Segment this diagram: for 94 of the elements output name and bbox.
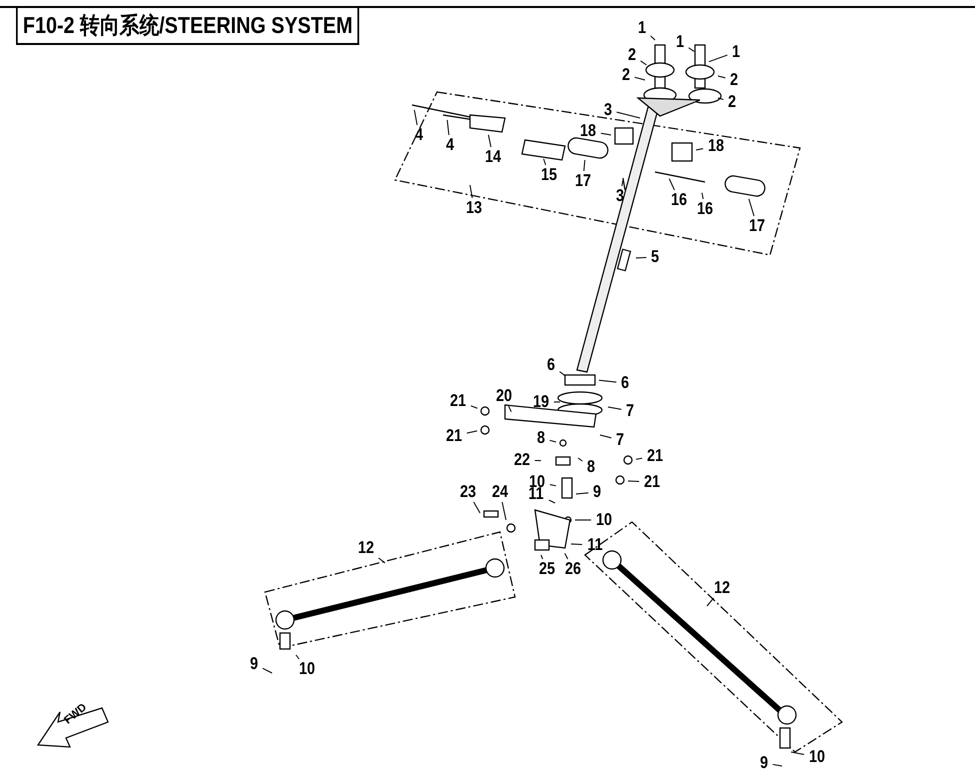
callout-number: 8 bbox=[533, 429, 549, 447]
leader-line bbox=[470, 184, 473, 198]
callout-number: 15 bbox=[537, 166, 561, 184]
leader-line bbox=[634, 76, 646, 80]
leader-line bbox=[543, 158, 546, 166]
callout-number: 2 bbox=[726, 71, 742, 89]
leader-line bbox=[446, 120, 450, 136]
callout-number: 6 bbox=[617, 374, 633, 392]
callout-number: 12 bbox=[710, 579, 734, 597]
leader-line bbox=[262, 668, 272, 674]
leader-line bbox=[583, 160, 586, 172]
callout-number: 10 bbox=[295, 660, 319, 678]
callout-number: 19 bbox=[529, 393, 553, 411]
leader-line bbox=[772, 764, 782, 766]
leader-line bbox=[616, 112, 640, 118]
callout-number: 2 bbox=[624, 46, 640, 64]
callout-number: 21 bbox=[442, 427, 466, 445]
leader-line bbox=[706, 598, 714, 606]
leader-line bbox=[708, 54, 728, 62]
leader-line bbox=[578, 458, 583, 462]
callout-number: 2 bbox=[724, 93, 740, 111]
leader-line bbox=[466, 430, 478, 434]
leader-line bbox=[564, 552, 568, 560]
leader-line bbox=[608, 406, 622, 410]
leader-line bbox=[549, 440, 556, 442]
callout-number: 16 bbox=[693, 200, 717, 218]
leader-line bbox=[473, 502, 480, 514]
callout-number: 26 bbox=[561, 560, 585, 578]
leader-line bbox=[635, 458, 643, 460]
callout-number: 18 bbox=[576, 122, 600, 140]
callout-number: 17 bbox=[745, 217, 769, 235]
callout-number: 5 bbox=[647, 248, 663, 266]
callout-number: 1 bbox=[634, 19, 650, 37]
leader-line bbox=[570, 544, 583, 545]
leader-line bbox=[548, 500, 556, 504]
callout-number: 1 bbox=[672, 33, 688, 51]
leader-line bbox=[549, 484, 557, 486]
callout-number: 9 bbox=[589, 483, 605, 501]
callout-number: 7 bbox=[612, 431, 628, 449]
callout-number: 14 bbox=[481, 148, 505, 166]
callout-number: 9 bbox=[246, 655, 262, 673]
leader-line bbox=[502, 502, 506, 520]
callout-number: 1 bbox=[728, 43, 744, 61]
callout-number: 11 bbox=[583, 536, 607, 554]
callout-number: 24 bbox=[488, 483, 512, 501]
callout-number: 22 bbox=[510, 451, 534, 469]
diagram-title: F10-2 转向系统/STEERING SYSTEM bbox=[16, 8, 360, 45]
leader-line bbox=[508, 406, 512, 412]
callout-number: 18 bbox=[704, 137, 728, 155]
leader-line bbox=[688, 47, 695, 52]
leader-line bbox=[640, 60, 647, 66]
callout-number: 12 bbox=[354, 539, 378, 557]
leader-line bbox=[540, 554, 544, 560]
leader-line bbox=[628, 480, 640, 482]
callout-number: 7 bbox=[622, 402, 638, 420]
leader-line bbox=[600, 132, 612, 136]
callout-number: 6 bbox=[543, 356, 559, 374]
leader-line bbox=[534, 460, 542, 462]
leader-line bbox=[668, 178, 675, 190]
leader-line bbox=[378, 558, 386, 564]
leader-line bbox=[702, 192, 704, 200]
leader-line bbox=[790, 752, 805, 756]
callout-number: 25 bbox=[535, 560, 559, 578]
callout-number: 2 bbox=[618, 66, 634, 84]
callout-number: 10 bbox=[805, 748, 829, 766]
leader-line bbox=[718, 98, 724, 100]
callout-number: 13 bbox=[462, 199, 486, 217]
leader-line bbox=[748, 198, 754, 216]
callout-number: 20 bbox=[492, 387, 516, 405]
leader-line bbox=[600, 434, 612, 438]
callout-number: 9 bbox=[756, 754, 772, 772]
callout-number: 3 bbox=[600, 101, 616, 119]
leader-line bbox=[414, 109, 418, 126]
leader-line bbox=[621, 180, 624, 186]
leader-line bbox=[650, 35, 656, 40]
leader-line bbox=[718, 76, 726, 78]
callout-number: 17 bbox=[571, 172, 595, 190]
callout-number: 23 bbox=[456, 483, 480, 501]
leader-line bbox=[576, 492, 589, 494]
callout-number: 16 bbox=[667, 191, 691, 209]
callout-number: 10 bbox=[592, 511, 616, 529]
leader-line bbox=[598, 380, 617, 383]
leader-line bbox=[559, 371, 566, 376]
callout-number: 21 bbox=[643, 447, 667, 465]
callout-number: 4 bbox=[442, 136, 458, 154]
leader-line bbox=[696, 148, 704, 150]
leader-line bbox=[488, 134, 492, 148]
leader-line bbox=[470, 405, 478, 409]
callout-number: 21 bbox=[446, 392, 470, 410]
leader-line bbox=[296, 654, 300, 660]
callout-number: 21 bbox=[640, 473, 664, 491]
callout-number: 3 bbox=[612, 187, 628, 205]
leader-line bbox=[636, 256, 647, 258]
callout-number: 8 bbox=[583, 458, 599, 476]
